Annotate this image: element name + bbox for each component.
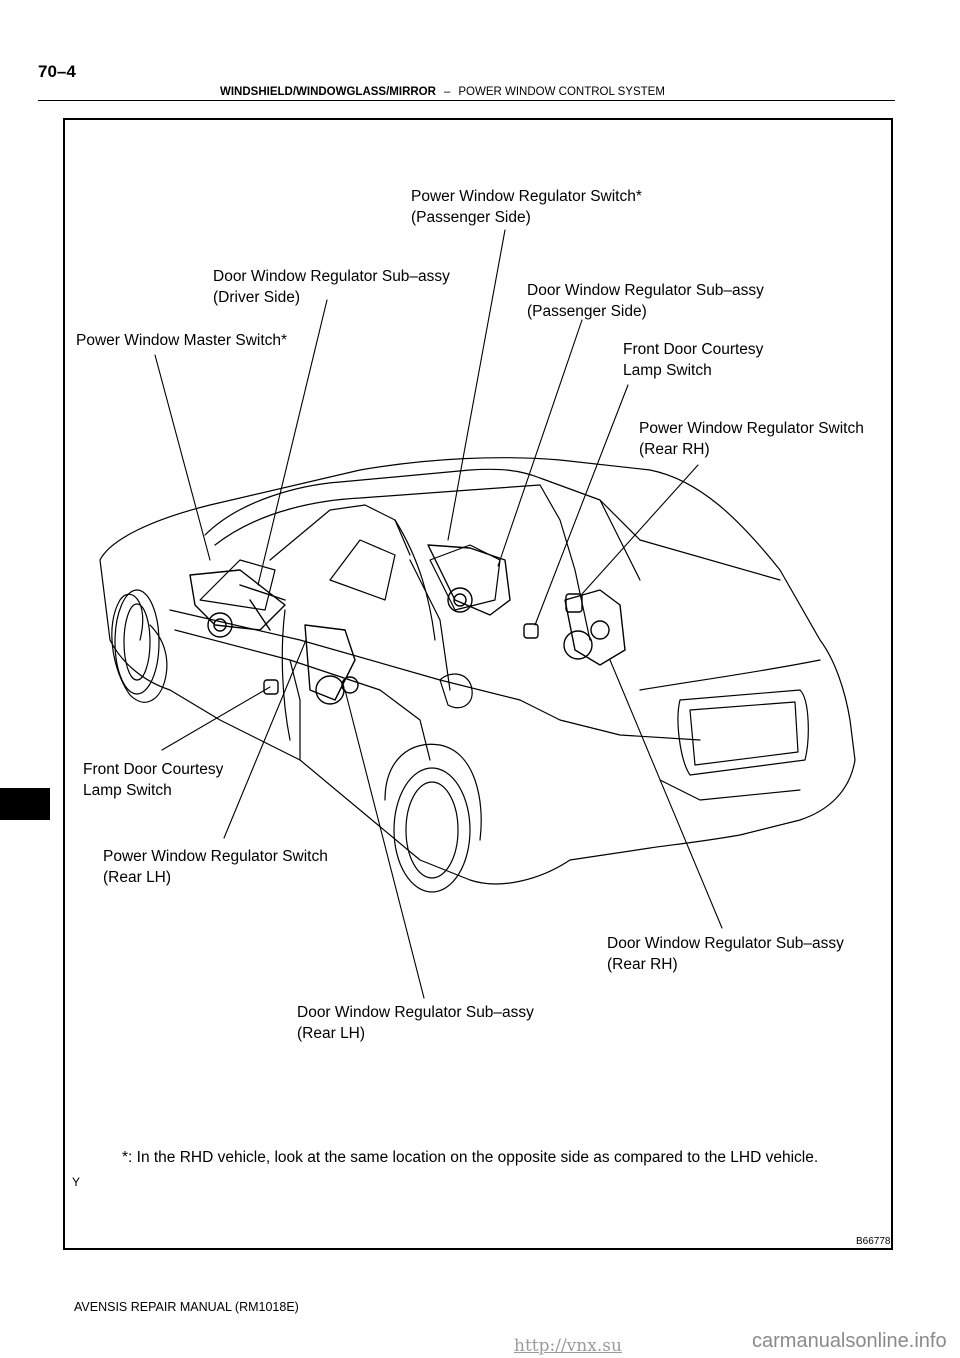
- label-line: (Passenger Side): [527, 303, 647, 320]
- section-tab-marker: [0, 788, 50, 820]
- header-rule: [38, 100, 895, 101]
- page-number: 70–4: [38, 62, 76, 81]
- label-pw-regulator-switch-rear-lh: Power Window Regulator Switch (Rear LH): [103, 846, 328, 888]
- label-line: Front Door Courtesy: [623, 341, 764, 358]
- page-header: WINDSHIELD/WINDOWGLASS/MIRROR–POWER WIND…: [220, 86, 665, 98]
- label-pw-regulator-switch-passenger: Power Window Regulator Switch* (Passenge…: [411, 186, 642, 228]
- watermark-site: carmanualsonline.info: [752, 1330, 947, 1352]
- label-pw-master-switch: Power Window Master Switch*: [76, 330, 287, 351]
- footer-manual-title: AVENSIS REPAIR MANUAL (RM1018E): [74, 1300, 299, 1314]
- subsection-title: POWER WINDOW CONTROL SYSTEM: [458, 86, 665, 98]
- car-body-outline: [99, 457, 856, 893]
- label-door-regulator-passenger: Door Window Regulator Sub–assy (Passenge…: [527, 280, 764, 322]
- label-pw-regulator-switch-rear-rh: Power Window Regulator Switch (Rear RH): [639, 418, 864, 460]
- label-line: (Rear RH): [607, 956, 678, 973]
- label-front-courtesy-right: Front Door Courtesy Lamp Switch: [623, 339, 763, 381]
- figure-id: B66778: [856, 1236, 891, 1247]
- label-line: Power Window Regulator Switch: [103, 848, 328, 865]
- label-door-regulator-rear-rh: Door Window Regulator Sub–assy (Rear RH): [607, 933, 844, 975]
- label-line: (Passenger Side): [411, 209, 531, 226]
- label-line: (Rear LH): [103, 869, 172, 886]
- corner-mark: Y: [72, 1175, 81, 1189]
- header-separator: –: [443, 86, 451, 98]
- label-line: Door Window Regulator Sub–assy: [213, 268, 450, 285]
- label-line: Door Window Regulator Sub–assy: [607, 935, 844, 952]
- label-line: Power Window Master Switch*: [76, 332, 288, 349]
- label-door-regulator-driver: Door Window Regulator Sub–assy (Driver S…: [213, 266, 450, 308]
- label-line: Front Door Courtesy: [83, 761, 224, 778]
- section-title: WINDSHIELD/WINDOWGLASS/MIRROR: [220, 86, 436, 98]
- label-line: Lamp Switch: [83, 782, 172, 799]
- label-front-courtesy-left: Front Door Courtesy Lamp Switch: [83, 759, 223, 801]
- label-line: (Rear RH): [639, 441, 710, 458]
- regulator-components: [189, 544, 626, 705]
- label-line: Power Window Regulator Switch: [639, 420, 864, 437]
- label-line: Power Window Regulator Switch*: [411, 188, 642, 205]
- label-line: (Driver Side): [213, 289, 300, 306]
- label-door-regulator-rear-lh: Door Window Regulator Sub–assy (Rear LH): [297, 1002, 534, 1044]
- label-line: (Rear LH): [297, 1025, 366, 1042]
- rhd-note: *: In the RHD vehicle, look at the same …: [122, 1149, 819, 1166]
- figure-frame: [63, 118, 893, 1250]
- label-line: Door Window Regulator Sub–assy: [527, 282, 764, 299]
- watermark-link[interactable]: http://vnx.su: [514, 1336, 622, 1356]
- label-line: Lamp Switch: [623, 362, 712, 379]
- label-line: Door Window Regulator Sub–assy: [297, 1004, 534, 1021]
- leader-lines: [154, 229, 723, 999]
